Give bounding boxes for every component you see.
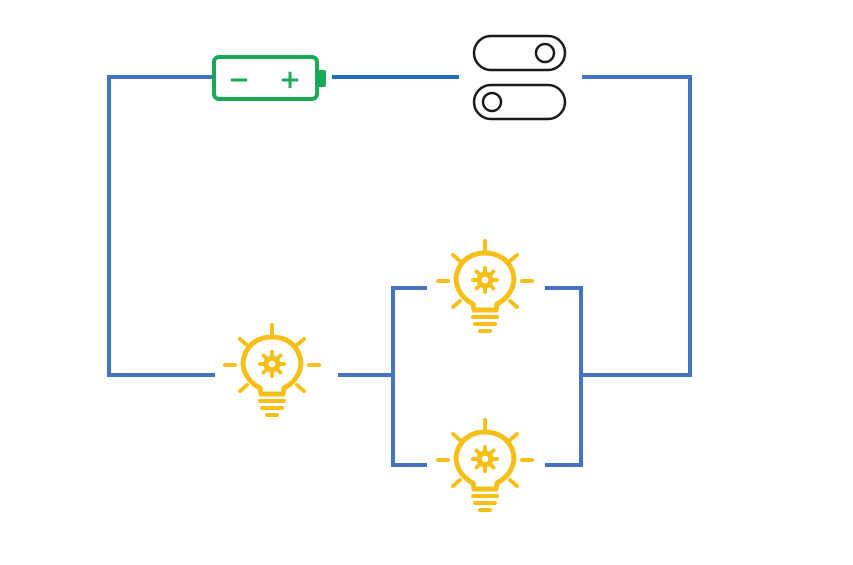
- battery-cap: [317, 70, 326, 87]
- switch-toggle-bottom[interactable]: [472, 83, 567, 121]
- wire-left-loop: [107, 75, 215, 377]
- toggle-switch-icon[interactable]: [472, 34, 567, 121]
- switch-toggle-top[interactable]: [472, 34, 567, 72]
- light-bulb-icon-parallel-top: [438, 241, 532, 331]
- switch-knob-top: [534, 42, 556, 64]
- switch-knob-bottom: [481, 91, 503, 113]
- wire-right-loop: [581, 75, 692, 377]
- battery-positive-terminal: +: [279, 65, 301, 95]
- wire-parallel-left-rail: [391, 286, 427, 467]
- light-bulb-icon-series: [225, 325, 319, 415]
- battery-icon: − +: [212, 55, 326, 101]
- circuit-wires: [107, 75, 692, 467]
- battery-negative-terminal: −: [228, 65, 250, 95]
- light-bulb-icon-parallel-bottom: [438, 420, 532, 510]
- wire-parallel-right-rail: [545, 286, 583, 467]
